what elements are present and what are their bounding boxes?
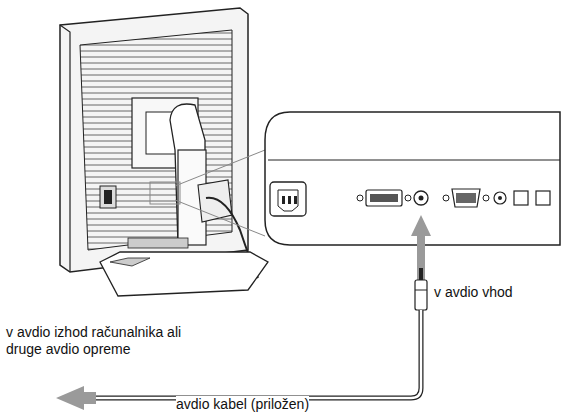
input-label: v avdio vhod [434,284,562,301]
output-label: v avdio izhod računalnika ali druge avdi… [6,324,211,358]
cable-label: avdio kabel (priložen) [176,396,309,413]
